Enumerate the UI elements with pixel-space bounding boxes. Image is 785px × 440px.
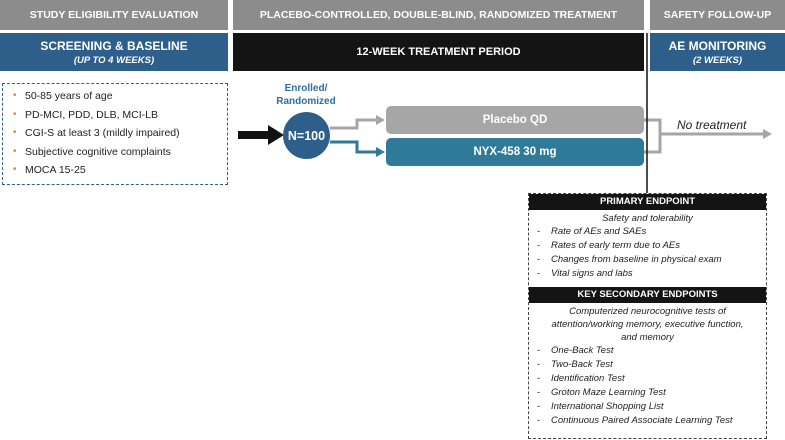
primary-endpoint-list: Rate of AEs and SAEs Rates of early term… — [537, 225, 766, 281]
criteria-item: Subjective cognitive complaints — [13, 143, 227, 162]
header-followup: SAFETY FOLLOW-UP — [650, 0, 785, 30]
primary-endpoint-item: Vital signs and labs — [537, 267, 766, 281]
arm-placebo: Placebo QD — [386, 106, 644, 134]
enrollment-label: Enrolled/ Randomized — [266, 82, 346, 108]
primary-endpoint-item: Rate of AEs and SAEs — [537, 225, 766, 239]
phase-ae-sub: (2 WEEKS) — [692, 54, 743, 66]
secondary-endpoints-list: One-Back Test Two-Back Test Identificati… — [537, 344, 766, 428]
endpoints-panel: PRIMARY ENDPOINT Safety and tolerability… — [528, 193, 767, 439]
primary-endpoint-intro: Safety and tolerability — [602, 213, 693, 224]
placebo-branch-line — [330, 118, 376, 130]
no-treatment-label: No treatment — [677, 118, 747, 132]
secondary-endpoint-item: Groton Maze Learning Test — [537, 386, 766, 400]
phase-screening-sub: (UP TO 4 WEEKS) — [73, 54, 155, 66]
secondary-endpoints-intro: Computerized neurocognitive tests of att… — [529, 305, 766, 344]
phase-screening: SCREENING & BASELINE (UP TO 4 WEEKS) — [0, 33, 228, 71]
secondary-endpoint-item: Two-Back Test — [537, 358, 766, 372]
enrollment-label-line2: Randomized — [276, 96, 336, 107]
secondary-endpoints-header: KEY SECONDARY ENDPOINTS — [529, 287, 766, 303]
secondary-endpoint-item: Identification Test — [537, 372, 766, 386]
criteria-item: 50-85 years of age — [13, 87, 227, 106]
phase-treatment-period: 12-WEEK TREATMENT PERIOD — [233, 33, 644, 71]
merge-bracket-line — [644, 118, 662, 154]
eligibility-criteria-box: 50-85 years of age PD-MCI, PDD, DLB, MCI… — [2, 83, 228, 185]
secondary-intro-line3: and memory — [621, 332, 674, 343]
placebo-arrowhead-icon — [376, 115, 385, 125]
header-eligibility: STUDY ELIGIBILITY EVALUATION — [0, 0, 228, 30]
enroll-arrow-icon — [238, 125, 284, 145]
enrollment-label-line1: Enrolled/ — [284, 83, 328, 94]
no-treatment-arrowhead-icon — [763, 129, 772, 139]
secondary-intro-line1: Computerized neurocognitive tests of — [569, 306, 726, 317]
header-treatment: PLACEBO-CONTROLLED, DOUBLE-BLIND, RANDOM… — [233, 0, 644, 30]
criteria-item: CGI-S at least 3 (mildly impaired) — [13, 124, 227, 143]
secondary-intro-line2: attention/working memory, executive func… — [551, 319, 744, 330]
criteria-item: PD-MCI, PDD, DLB, MCI-LB — [13, 106, 227, 125]
criteria-list: 50-85 years of age PD-MCI, PDD, DLB, MCI… — [13, 87, 227, 180]
drug-arrowhead-icon — [376, 147, 385, 157]
primary-endpoint-item: Rates of early term due to AEs — [537, 239, 766, 253]
enrollment-count: N=100 — [287, 128, 326, 143]
secondary-endpoint-item: International Shopping List — [537, 400, 766, 414]
arm-drug: NYX-458 30 mg — [386, 138, 644, 166]
secondary-endpoint-item: Continuous Paired Associate Learning Tes… — [537, 414, 766, 428]
secondary-endpoint-item: One-Back Test — [537, 344, 766, 358]
criteria-item: MOCA 15-25 — [13, 161, 227, 180]
phase-screening-title: SCREENING & BASELINE — [40, 38, 188, 53]
primary-endpoint-item: Changes from baseline in physical exam — [537, 253, 766, 267]
primary-endpoint-header: PRIMARY ENDPOINT — [529, 194, 766, 210]
drug-branch-line — [330, 140, 376, 154]
phase-ae-title: AE MONITORING — [668, 38, 767, 53]
enrollment-count-circle: N=100 — [283, 112, 330, 159]
phase-ae-monitoring: AE MONITORING (2 WEEKS) — [650, 33, 785, 71]
